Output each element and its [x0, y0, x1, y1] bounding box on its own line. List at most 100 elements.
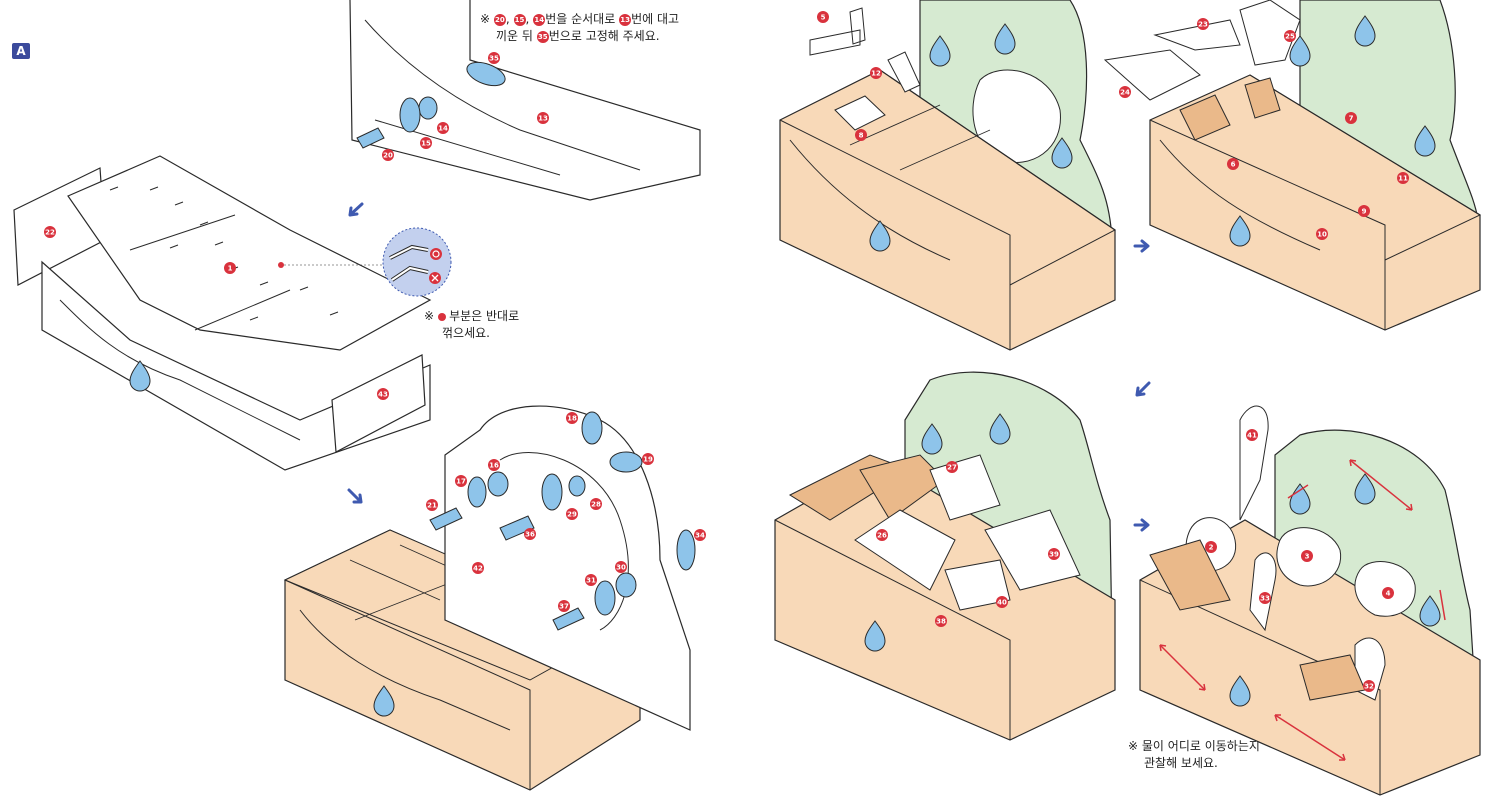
part-number-label: 8: [859, 132, 864, 140]
part-number-label: 43: [378, 391, 388, 399]
note-mid: ※ 부분은 반대로 꺾으세요.: [424, 308, 574, 342]
part-number-badge: 19: [642, 453, 654, 465]
step1-assembly: [13, 155, 452, 471]
note-mid-line1: ※ 부분은 반대로: [424, 308, 574, 325]
part-number-label: 9: [1362, 208, 1367, 216]
part-number-badge: 18: [566, 412, 578, 424]
step-arrow-icon: [1133, 239, 1150, 253]
step4-assembly: [1103, 0, 1482, 331]
part-number-badge: 16: [488, 459, 500, 471]
step-arrow-icon: [347, 488, 363, 504]
note-text: 번을 순서대로: [545, 12, 616, 26]
part-number-badge: 36: [524, 528, 536, 540]
part-number-badge: 28: [590, 498, 602, 510]
part-number-label: 38: [936, 618, 946, 626]
part-number-label: 21: [427, 502, 437, 510]
part-number-badge: 11: [1397, 172, 1409, 184]
step5-assembly: [774, 371, 1116, 741]
section-badge: A: [12, 43, 30, 59]
part-number-badge: 30: [615, 561, 627, 573]
part-number-label: 24: [1120, 89, 1130, 97]
part-number-badge: 40: [996, 596, 1008, 608]
separator: ,: [505, 12, 510, 26]
part-number-label: 39: [1049, 551, 1059, 559]
part-number-label: 12: [871, 70, 881, 78]
part-number-badge: 13: [619, 13, 632, 26]
part-number-label: 42: [473, 565, 483, 573]
part-number-badge: 35: [536, 30, 549, 43]
part-number-badge: 24: [1119, 86, 1131, 98]
part-number-badge: 38: [935, 615, 947, 627]
note-top-line2: 끼운 뒤 35번으로 고정해 주세요.: [480, 28, 740, 45]
note-bottom-line2: 관찰해 보세요.: [1128, 755, 1328, 772]
note-text: 부분은 반대로: [449, 309, 520, 323]
note-text: 번에 대고: [631, 12, 680, 26]
rotation-arrow-icon: [1159, 459, 1446, 761]
part-number-badge: 8: [855, 129, 867, 141]
part-number-badge: 17: [455, 475, 467, 487]
step-arrow-icon: [1133, 518, 1150, 532]
part-number-label: 6: [1231, 161, 1236, 169]
part-number-label: 25: [1285, 33, 1295, 41]
part-number-badge: 21: [426, 499, 438, 511]
magnifier-inset-icon: [382, 227, 452, 297]
part-number-badge: 22: [44, 226, 56, 238]
part-number-badge: 26: [876, 529, 888, 541]
part-number-label: 17: [456, 478, 466, 486]
part-number-label: 18: [567, 415, 577, 423]
part-number-label: 29: [567, 511, 577, 519]
part-number-badge: 41: [1246, 429, 1258, 441]
part-number-badge: 14: [437, 122, 449, 134]
part-number-label: 37: [559, 603, 569, 611]
note-text: 꺾으세요.: [442, 326, 490, 340]
red-dot-icon: [278, 262, 284, 268]
part-number-label: 20: [383, 152, 393, 160]
part-number-label: 32: [1364, 683, 1374, 691]
part-number-badge: 13: [537, 112, 549, 124]
part-number-label: 16: [489, 462, 499, 470]
part-number-badge: 4: [1382, 587, 1394, 599]
part-number-label: 28: [591, 501, 601, 509]
part-number-badge: 23: [1197, 18, 1209, 30]
note-text: 번으로 고정해 주세요.: [548, 29, 660, 43]
note-bottom: ※ 물이 어디로 이동하는지 관찰해 보세요.: [1128, 738, 1328, 772]
part-number-label: 3: [1305, 553, 1310, 561]
step6-assembly: [1139, 405, 1481, 796]
part-number-label: 11: [1398, 175, 1408, 183]
part-number-label: 41: [1247, 432, 1257, 440]
part-number-label: 19: [643, 456, 653, 464]
part-number-label: 7: [1349, 115, 1354, 123]
part-number-badge: 6: [1227, 158, 1239, 170]
part-number-label: 1: [228, 265, 233, 273]
part-number-label: 10: [1317, 231, 1327, 239]
note-top: ※ 20, 15, 14번을 순서대로 13번에 대고 끼운 뒤 35번으로 고…: [480, 11, 740, 45]
part-number-badge: 27: [946, 461, 958, 473]
part-number-label: 30: [616, 564, 626, 572]
part-number-label: 27: [947, 464, 957, 472]
note-text: 끼운 뒤: [496, 29, 533, 43]
part-number-badge: 37: [558, 600, 570, 612]
part-number-badge: 7: [1345, 112, 1357, 124]
part-number-badge: 1: [224, 262, 236, 274]
part-number-badge: 3: [1301, 550, 1313, 562]
step-arrow-icon: [348, 202, 364, 217]
step-arrow-icon: [1135, 381, 1151, 397]
part-number-label: 26: [877, 532, 887, 540]
part-number-label: 23: [1198, 21, 1208, 29]
part-number-badge: 15: [513, 13, 526, 26]
part-number-label: 15: [421, 140, 431, 148]
note-mid-line2: 꺾으세요.: [424, 325, 574, 342]
part-number-badge: 31: [585, 574, 597, 586]
red-dot-icon: [438, 312, 447, 321]
note-prefix: ※: [1128, 739, 1139, 753]
note-prefix: ※: [424, 309, 435, 323]
note-text: 물이 어디로 이동하는지: [1141, 739, 1260, 753]
note-prefix: ※: [480, 12, 491, 26]
part-number-label: 36: [525, 531, 535, 539]
note-top-line1: ※ 20, 15, 14번을 순서대로 13번에 대고: [480, 11, 740, 28]
part-number-badge: 14: [533, 13, 546, 26]
part-number-badge: 42: [472, 562, 484, 574]
part-number-badge: 35: [488, 52, 500, 64]
part-number-label: 5: [821, 14, 826, 22]
